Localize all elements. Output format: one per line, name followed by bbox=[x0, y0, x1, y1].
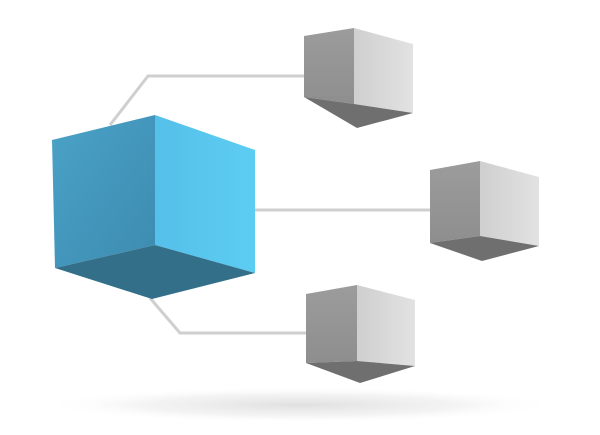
cube-front-face bbox=[430, 161, 480, 243]
cube-bottom-face bbox=[304, 97, 413, 128]
cube-front-face bbox=[52, 115, 155, 268]
cube-front-face bbox=[304, 28, 354, 104]
cube-right-face bbox=[480, 161, 539, 246]
connectors bbox=[108, 74, 432, 335]
central-cube bbox=[52, 115, 255, 299]
connector-top bbox=[108, 74, 306, 126]
cube-right-face bbox=[357, 285, 415, 366]
connector-bottom bbox=[148, 297, 308, 335]
child-cube-top bbox=[304, 28, 413, 128]
cube-right-face bbox=[354, 28, 413, 113]
cube-front-face bbox=[306, 285, 357, 363]
cube-right-face bbox=[155, 115, 255, 273]
child-cube-bottom bbox=[306, 285, 415, 383]
child-cube-middle bbox=[430, 161, 539, 261]
cube-bottom-face bbox=[55, 245, 255, 299]
cube-bottom-face bbox=[306, 361, 415, 383]
ground-shadow bbox=[40, 387, 560, 423]
cube-bottom-face bbox=[430, 236, 539, 261]
